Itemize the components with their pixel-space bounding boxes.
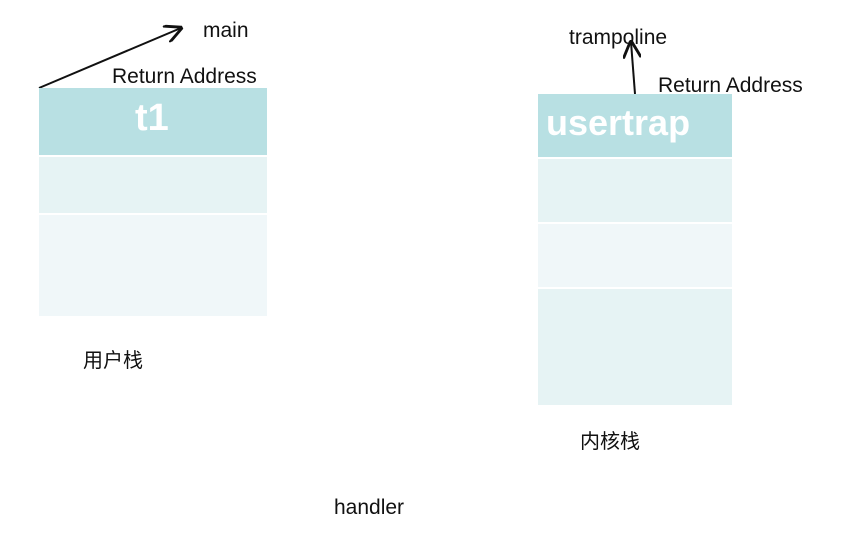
user-stack-frame-t1: t1 bbox=[39, 88, 267, 155]
kernel-stack-caption: 内核栈 bbox=[580, 429, 640, 453]
user-stack-frame-label: t1 bbox=[135, 97, 169, 139]
kernel-stack-frame-label: usertrap bbox=[546, 102, 691, 143]
user-stack-slot bbox=[39, 157, 267, 213]
kernel-stack-slot bbox=[538, 159, 732, 222]
user-return-target-label: main bbox=[203, 19, 249, 42]
kernel-stack-slot bbox=[538, 289, 732, 405]
kernel-return-target-label: trampoline bbox=[569, 26, 668, 49]
user-return-arrow bbox=[38, 28, 181, 89]
kernel-stack: usertrap bbox=[538, 94, 732, 405]
kernel-return-address-label: Return Address bbox=[658, 74, 803, 97]
user-stack: t1 bbox=[39, 88, 267, 316]
kernel-return-arrow bbox=[631, 42, 635, 95]
kernel-stack-slot bbox=[538, 224, 732, 287]
user-stack-caption: 用户栈 bbox=[83, 348, 143, 372]
handler-label: handler bbox=[334, 496, 405, 519]
user-stack-slot bbox=[39, 215, 267, 316]
kernel-stack-frame-usertrap: usertrap bbox=[538, 94, 732, 157]
user-return-address-label: Return Address bbox=[112, 65, 257, 88]
